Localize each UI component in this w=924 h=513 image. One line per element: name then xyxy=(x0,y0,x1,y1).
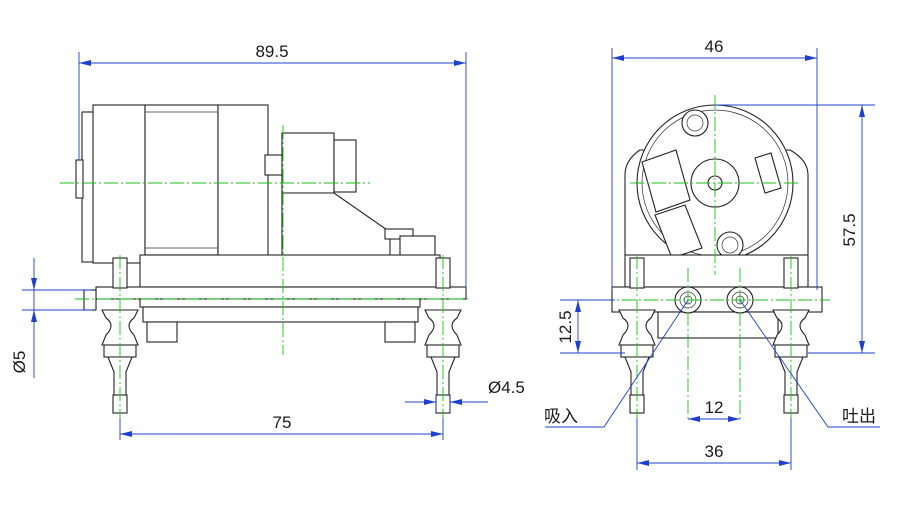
front-lower xyxy=(657,311,779,339)
foot-screw-left xyxy=(146,321,178,343)
dim-front-height: 57.5 xyxy=(840,213,859,246)
outlet-leader xyxy=(739,299,880,428)
motor-body-rear xyxy=(92,104,146,264)
dim-side-length: 89.5 xyxy=(255,42,288,61)
dim-front-base: 36 xyxy=(705,442,724,461)
base-lower xyxy=(139,298,421,308)
bracket-cap xyxy=(333,139,357,193)
dim-side-base: 75 xyxy=(273,413,292,432)
inlet-leader xyxy=(545,299,689,428)
front-body xyxy=(624,254,809,288)
shaft-coupling xyxy=(264,154,284,176)
front-tab-left xyxy=(641,149,691,213)
motor-body xyxy=(144,104,219,256)
dim-port-height: 12.5 xyxy=(556,310,575,343)
base-block xyxy=(139,254,441,288)
inlet-label: 吸入 xyxy=(544,407,578,427)
inlet-nozzle xyxy=(83,289,97,311)
motor-terminal xyxy=(75,159,84,199)
side-dimensions: 89.5 75 Ø5 Ø4.5 xyxy=(10,42,525,440)
front-boss-bottom xyxy=(716,231,744,259)
base-rail xyxy=(142,306,419,323)
motor-end-cap xyxy=(81,111,95,263)
base-plate xyxy=(95,286,467,300)
front-base xyxy=(611,286,823,313)
dim-front-width: 46 xyxy=(705,37,724,56)
front-dimensions: 46 57.5 12.5 12 36 吸入 吐出 xyxy=(544,37,880,470)
dim-barb-dia: Ø4.5 xyxy=(488,378,525,397)
dim-port-pitch: 12 xyxy=(705,398,724,417)
front-view xyxy=(600,95,830,420)
bracket-upper xyxy=(281,132,335,194)
pump-head-wedge xyxy=(281,192,391,259)
outlet-label: 吐出 xyxy=(842,407,876,427)
side-view xyxy=(60,104,470,418)
front-boss-top xyxy=(681,109,709,137)
foot-screw-right xyxy=(384,321,416,343)
screw-head xyxy=(384,228,414,240)
dim-nozzle-dia: Ø5 xyxy=(10,351,29,374)
